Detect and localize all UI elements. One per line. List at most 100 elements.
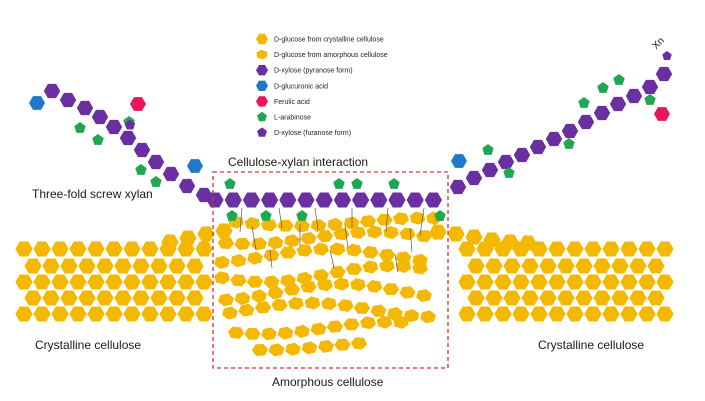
glucose-crystalline [123, 274, 141, 290]
xylose-pyranose [545, 131, 563, 147]
glucose-crystalline [186, 290, 204, 306]
glucose-amorphous [246, 275, 264, 288]
glucose-crystalline [519, 235, 537, 251]
glucose-crystalline [24, 290, 42, 306]
xylose-pyranose [206, 192, 224, 208]
xylose-pyranose [59, 92, 77, 108]
xylose-pyranose [370, 192, 388, 208]
xylose-pyranose [406, 192, 424, 208]
glucose-crystalline [485, 290, 503, 306]
glucose-amorphous [329, 242, 346, 256]
link-line [314, 207, 319, 231]
glucose-crystalline [467, 290, 485, 306]
xylose-furanose [662, 51, 672, 61]
glucose-amorphous [399, 286, 416, 299]
arabinose [92, 134, 104, 145]
xylose-pyranose [315, 192, 333, 208]
xylose-pyranose [641, 79, 659, 95]
glucose-crystalline [447, 226, 465, 242]
glucose-amorphous [234, 237, 251, 251]
glucose-crystalline [465, 229, 483, 245]
xylose-pyranose [655, 66, 673, 82]
glucose-crystalline [114, 258, 132, 274]
xylose-pyranose [178, 178, 196, 194]
glucose-crystalline [483, 232, 501, 248]
legend-label-5: L-arabinose [274, 115, 311, 122]
glucose-crystalline [42, 290, 60, 306]
arabinose [597, 82, 609, 93]
glucose-crystalline [593, 258, 611, 274]
legend-label-2: D-xylose (pyranose form) [274, 68, 353, 75]
glucose-crystalline [458, 241, 476, 257]
glucose-crystalline [602, 274, 620, 290]
glucose-amorphous [370, 304, 387, 318]
xylose-pyranose [593, 105, 611, 121]
glucose-amorphous [350, 226, 366, 240]
interaction-region-box [212, 171, 449, 369]
glucose-amorphous [304, 296, 321, 310]
glucose-crystalline [566, 241, 584, 257]
glucose-amorphous [267, 286, 284, 300]
glucose-crystalline [123, 241, 141, 257]
arabinose [388, 178, 400, 189]
glucose-crystalline [33, 274, 51, 290]
arabinose [260, 210, 272, 221]
glucose-amorphous [327, 217, 343, 232]
glucose-crystalline [548, 274, 566, 290]
glucose-crystalline [476, 274, 494, 290]
glucose-amorphous [300, 232, 317, 245]
glucose-amorphous [263, 249, 280, 262]
glucose-crystalline [168, 258, 186, 274]
glucose-crystalline [530, 306, 548, 322]
glucose-crystalline [195, 274, 213, 290]
glucose-crystalline [141, 274, 159, 290]
xn-label: Xn [650, 35, 666, 51]
glucose-crystalline [611, 258, 629, 274]
glucose-amorphous [251, 289, 267, 303]
glucose-amorphous [283, 283, 301, 296]
glucose-crystalline [566, 306, 584, 322]
glucose-crystalline [141, 306, 159, 322]
xylose-pyranose [105, 119, 123, 135]
glucose-crystalline [593, 290, 611, 306]
arabinose [503, 167, 515, 178]
xylose-pyranose [43, 83, 61, 99]
glucose-amorphous [415, 230, 433, 242]
glucose-amorphous [362, 245, 379, 259]
glucose-crystalline [557, 258, 575, 274]
xylose-pyranose [625, 88, 643, 104]
glucose-crystalline [629, 258, 647, 274]
xylose-pyranose [279, 192, 297, 208]
link-line [419, 207, 425, 237]
glucose-amorphous [379, 259, 395, 273]
glucose-crystalline [647, 290, 665, 306]
glucose-crystalline [530, 274, 548, 290]
glucose-amorphous [376, 213, 393, 226]
glucose-crystalline [584, 306, 602, 322]
xylose-pyranose [449, 179, 467, 195]
arabinose [578, 97, 590, 108]
legend-icon-6 [257, 127, 267, 137]
glucose-amorphous [393, 315, 409, 329]
glucose-amorphous [420, 310, 436, 324]
glucose-amorphous [326, 320, 344, 333]
glucose-crystalline [177, 274, 195, 290]
xylose-pyranose [147, 154, 165, 170]
glucose-crystalline [548, 306, 566, 322]
glucose-amorphous [378, 248, 396, 261]
glucose-crystalline [42, 258, 60, 274]
glucose-amorphous [268, 343, 285, 357]
glucose-crystalline [123, 306, 141, 322]
glucose-amorphous [271, 298, 288, 312]
glucose-amorphous [350, 278, 366, 292]
glucose-amorphous [214, 255, 230, 269]
glucose-crystalline [638, 306, 656, 322]
xylose-pyranose [424, 192, 442, 208]
glucose-crystalline [557, 290, 575, 306]
interaction-label: Cellulose-xylan interaction [228, 155, 368, 169]
glucose-crystalline [87, 306, 105, 322]
glucose-crystalline [51, 274, 69, 290]
glucose-amorphous [294, 324, 310, 338]
glucose-crystalline [539, 290, 557, 306]
link-line [239, 207, 243, 233]
